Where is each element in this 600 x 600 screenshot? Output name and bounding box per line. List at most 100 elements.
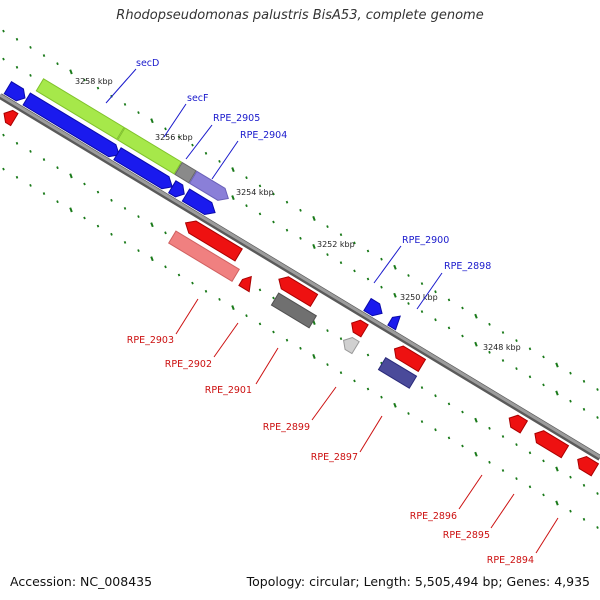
tick-mark [366,249,370,253]
tick-mark [555,466,559,472]
label-rpe-2896[interactable]: RPE_2896 [410,511,457,522]
gene-secd[interactable] [35,78,125,141]
gene-rpe-2894[interactable] [574,453,600,477]
label-rpe-2902[interactable]: RPE_2902 [165,359,212,370]
tick-mark [204,289,208,293]
tick-mark [150,256,154,262]
tick-mark [447,402,451,406]
label-rpe-2894[interactable]: RPE_2894 [487,555,534,566]
label-rpe-2904[interactable]: RPE_2904 [240,130,287,141]
label-rpe-2901[interactable]: RPE_2901 [205,385,252,396]
tick-mark [29,45,32,49]
tick-mark [191,281,194,285]
gene-rpe-2904[interactable] [188,170,232,204]
tick-mark [380,257,383,261]
kbp-label-3258: 3258 kbp [75,77,113,86]
tick-mark [2,29,5,33]
tick-mark [569,475,572,479]
label-secf[interactable]: secF [187,93,208,104]
tick-mark [285,200,289,204]
tick-mark [299,236,302,240]
gene-rpe-2897[interactable] [391,343,427,373]
tick-mark [488,350,491,354]
tick-mark [326,225,329,229]
gene-rpe-2896[interactable] [506,412,529,434]
tick-mark [380,285,383,289]
tick-mark [366,277,370,281]
tick-mark [407,274,410,277]
gene-navy[interactable] [377,356,418,389]
tick-mark [447,326,451,330]
label-rpe-2898[interactable]: RPE_2898 [444,261,491,272]
gene-blue-2[interactable] [22,92,123,161]
tick-mark [447,298,451,302]
tick-mark [528,375,532,379]
tick-mark [596,526,599,529]
tick-mark [177,135,181,139]
gene-rpe-2898[interactable] [387,313,403,331]
gene-red-edge[interactable] [0,107,19,127]
tick-mark [501,331,505,334]
tick-mark [2,133,5,137]
tick-mark [569,399,572,403]
gene-secf[interactable] [116,127,183,175]
tick-mark [542,355,545,359]
tick-mark [515,477,518,481]
tick-mark [528,485,532,489]
label-rpe-2900[interactable]: RPE_2900 [402,235,449,246]
genome-backbone [0,93,600,461]
tick-mark [393,402,397,408]
tick-rows [2,29,599,529]
tick-mark [488,460,491,464]
label-rpe-2905[interactable]: RPE_2905 [213,113,260,124]
gene-red-small[interactable] [238,273,257,293]
tick-mark [150,118,154,124]
tick-mark [191,143,194,147]
tick-mark [285,228,289,232]
tick-mark [272,296,275,300]
gene-rpe-2901[interactable] [275,273,319,308]
tick-mark [2,57,5,61]
map-title: Rhodopseudomonas palustris BisA53, compl… [116,8,484,23]
gene-blue-3[interactable] [113,147,176,193]
gene-blue-5[interactable] [181,188,218,219]
tick-mark [393,292,397,298]
tick-mark [15,65,19,69]
label-rpe-2903[interactable]: RPE_2903 [127,335,174,346]
gene-blue-1[interactable] [3,80,28,104]
gene-rpe-2895[interactable] [531,428,570,459]
tick-mark [110,232,113,236]
tick-mark [218,297,221,301]
tick-mark [69,207,73,213]
tick-mark [258,288,262,292]
gene-rpe-2900[interactable] [363,297,386,320]
tick-mark [542,493,545,497]
gene-grey-light[interactable] [340,334,360,355]
tick-mark [555,362,559,368]
gene-rpe-2899[interactable] [348,317,369,338]
tick-mark [339,337,343,341]
tick-mark [393,264,397,270]
label-secd[interactable]: secD [136,58,159,69]
tick-mark [474,313,478,319]
tick-mark [528,347,532,351]
tick-mark [582,517,586,521]
label-rpe-2895[interactable]: RPE_2895 [443,530,490,541]
tick-mark [596,388,599,391]
tick-mark [150,222,154,228]
gene-rpe-2905[interactable] [174,161,197,184]
gene-rpe-2903[interactable] [182,217,243,262]
gene-grey-2[interactable] [270,292,318,329]
accession-text: Accession: NC_008435 [10,574,153,589]
tick-mark [164,265,167,269]
gene-rpe-2902[interactable] [168,230,240,282]
tick-mark [272,330,275,334]
kbp-label-3248: 3248 kbp [483,343,521,352]
label-rpe-2897[interactable]: RPE_2897 [311,452,358,463]
tick-mark [312,215,316,221]
gene-blue-4[interactable] [167,180,188,200]
tick-mark [461,306,464,310]
label-rpe-2899[interactable]: RPE_2899 [263,422,310,433]
tick-mark [231,167,235,173]
